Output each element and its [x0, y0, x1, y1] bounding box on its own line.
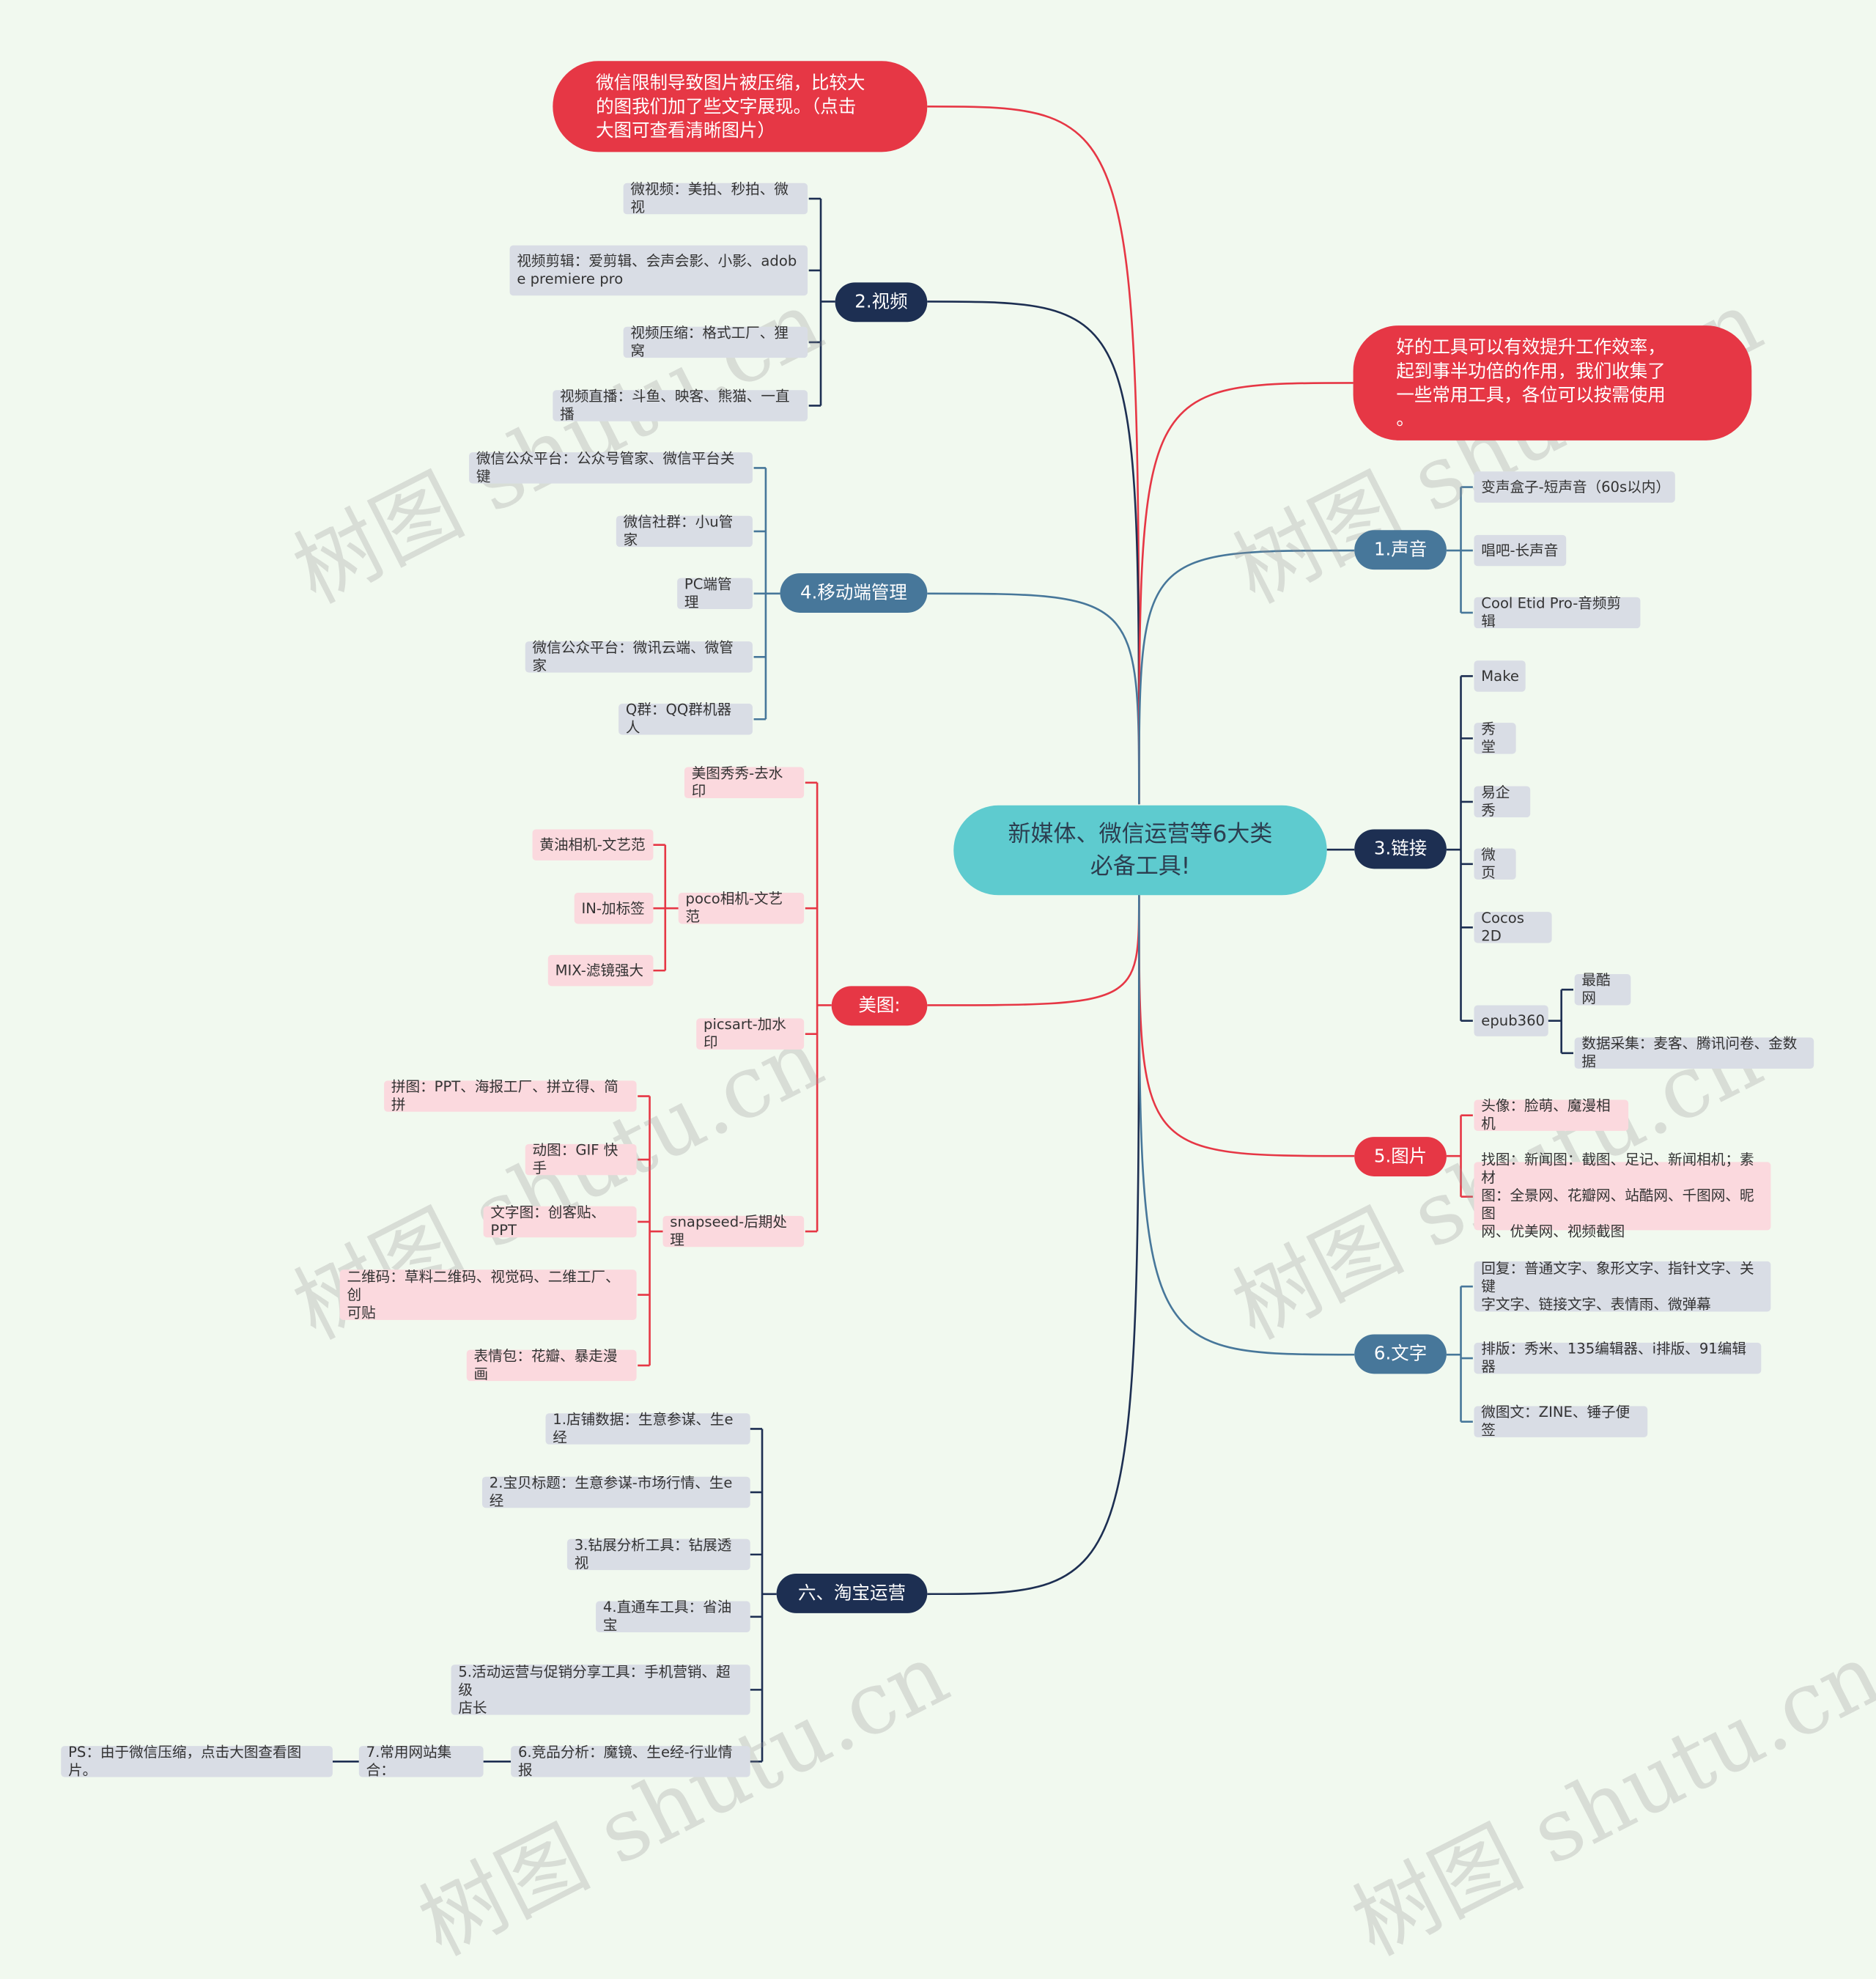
link-mobile — [927, 592, 1140, 805]
leaf-epub-2[interactable]: 数据采集：麦客、腾讯问卷、金数据 — [1574, 1035, 1814, 1070]
note-right[interactable]: 好的工具可以有效提升工作效率， 起到事半功倍的作用，我们收集了 一些常用工具，各… — [1353, 325, 1752, 441]
link-video — [927, 301, 1140, 805]
leaf-meitu-picsart[interactable]: picsart-加水印 — [696, 1016, 805, 1051]
leaf-link-1[interactable]: Make — [1474, 660, 1526, 692]
branch-video[interactable]: 2.视频 — [835, 282, 928, 323]
leaf-snapseed-3[interactable]: 文字图：创客贴、PPT — [483, 1204, 637, 1239]
leaf-link-5[interactable]: Cocos 2D — [1474, 910, 1552, 944]
link-note-right — [1138, 382, 1354, 805]
mind-map: 树图 shutu.cn 树图 shutu.cn 树图 shutu.cn 树图 s… — [61, 61, 1876, 1975]
leaf-taobao-2[interactable]: 2.宝贝标题：生意参谋-市场行情、生e经 — [481, 1474, 750, 1509]
leaf-image-2[interactable]: 找图：新闻图：截图、足记、新闻相机；素材 图：全景网、花瓣网、站酷网、千图网、昵… — [1474, 1151, 1771, 1239]
leaf-poco-3[interactable]: MIX-滤镜强大 — [547, 954, 654, 987]
leaf-taobao-5[interactable]: 5.活动运营与促销分享工具：手机营销、超级 店长 — [451, 1663, 750, 1715]
leaf-taobao-1[interactable]: 1.店铺数据：生意参谋、生e经 — [545, 1411, 750, 1445]
leaf-mobile-4[interactable]: 微信公众平台：微讯云端、微管家 — [525, 639, 753, 674]
branch-text[interactable]: 6.文字 — [1354, 1334, 1447, 1374]
leaf-taobao-site[interactable]: 7.常用网站集合： — [358, 1744, 484, 1778]
leaf-meitu-poco[interactable]: poco相机-文艺范 — [678, 891, 805, 925]
leaf-video-2[interactable]: 视频剪辑：爱剪辑、会声会影、小影、adob e premiere pro — [509, 245, 808, 296]
link-image — [1138, 895, 1355, 1157]
leaf-taobao-4[interactable]: 4.直通车工具：省油宝 — [596, 1599, 750, 1634]
note-top[interactable]: 微信限制导致图片被压缩，比较大 的图我们加了些文字展现。（点击 大图可查看清晰图… — [553, 61, 928, 152]
leaf-poco-1[interactable]: 黄油相机-文艺范 — [532, 829, 654, 860]
leaf-sound-2[interactable]: 唱吧-长声音 — [1474, 534, 1567, 567]
leaf-mobile-3[interactable]: PC端管理 — [677, 575, 753, 611]
branch-link[interactable]: 3.链接 — [1354, 829, 1447, 869]
branch-taobao[interactable]: 六、淘宝运营 — [776, 1574, 928, 1613]
leaf-taobao-ps[interactable]: PS：由于微信压缩，点击大图查看图片。 — [61, 1744, 333, 1778]
link-sound — [1138, 549, 1355, 805]
link-taobao — [927, 895, 1140, 1596]
leaf-video-4[interactable]: 视频直播：斗鱼、映客、熊猫、一直播 — [553, 388, 808, 422]
leaf-video-1[interactable]: 微视频：美拍、秒拍、微视 — [623, 181, 808, 215]
leaf-link-3[interactable]: 易企秀 — [1474, 784, 1531, 819]
leaf-mobile-1[interactable]: 微信公众平台：公众号管家、微信平台关键 — [469, 450, 753, 484]
link-meitu — [927, 895, 1140, 1006]
branch-meitu[interactable]: 美图: — [831, 986, 928, 1026]
leaf-meitu-xiuxiu[interactable]: 美图秀秀-去水印 — [684, 764, 805, 800]
branch-image[interactable]: 5.图片 — [1354, 1137, 1447, 1176]
leaf-mobile-2[interactable]: 微信社群：小u管家 — [616, 513, 753, 548]
leaf-text-2[interactable]: 排版：秀米、135编辑器、i排版、91编辑器 — [1474, 1341, 1762, 1375]
connector-lines — [332, 106, 1574, 1763]
branch-mobile[interactable]: 4.移动端管理 — [780, 573, 928, 613]
leaf-taobao-3[interactable]: 3.钻展分析工具：钻展透视 — [566, 1536, 750, 1571]
leaf-meitu-snapseed[interactable]: snapseed-后期处理 — [662, 1214, 805, 1248]
leaf-snapseed-4[interactable]: 二维码：草料二维码、视觉码、二维工厂、创 可贴 — [339, 1268, 637, 1321]
leaf-epub-1[interactable]: 最酷网 — [1574, 972, 1631, 1006]
leaf-image-1[interactable]: 头像：脸萌、魔漫相机 — [1474, 1097, 1629, 1132]
leaf-snapseed-1[interactable]: 拼图：PPT、海报工厂、拼立得、简拼 — [384, 1078, 637, 1113]
leaf-sound-3[interactable]: Cool Etid Pro-音频剪辑 — [1474, 594, 1641, 630]
leaf-snapseed-5[interactable]: 表情包：花瓣、暴走漫画 — [466, 1347, 637, 1382]
leaf-mobile-5[interactable]: Q群：QQ群机器人 — [618, 701, 753, 736]
leaf-snapseed-2[interactable]: 动图：GIF 快手 — [525, 1142, 637, 1176]
leaf-taobao-6[interactable]: 6.竞品分析：魔镜、生e经-行业情报 — [511, 1744, 750, 1778]
leaf-video-3[interactable]: 视频压缩：格式工厂、狸窝 — [623, 324, 808, 359]
root-topic[interactable]: 新媒体、微信运营等6大类 必备工具! — [953, 805, 1327, 896]
leaf-link-epub360[interactable]: epub360 — [1474, 1005, 1548, 1036]
link-text — [1138, 895, 1355, 1356]
leaf-link-4[interactable]: 微页 — [1474, 846, 1516, 881]
link-note-top — [927, 106, 1140, 805]
leaf-text-1[interactable]: 回复：普通文字、象形文字、指针文字、关键 字文字、链接文字、表情雨、微弹幕 — [1474, 1259, 1771, 1312]
leaf-link-2[interactable]: 秀堂 — [1474, 721, 1516, 755]
leaf-sound-1[interactable]: 变声盒子-短声音（60s以内） — [1474, 471, 1675, 503]
leaf-text-3[interactable]: 微图文：ZINE、锤子便签 — [1474, 1404, 1648, 1439]
leaf-poco-2[interactable]: IN-加标签 — [574, 892, 654, 924]
branch-sound[interactable]: 1.声音 — [1354, 530, 1447, 570]
